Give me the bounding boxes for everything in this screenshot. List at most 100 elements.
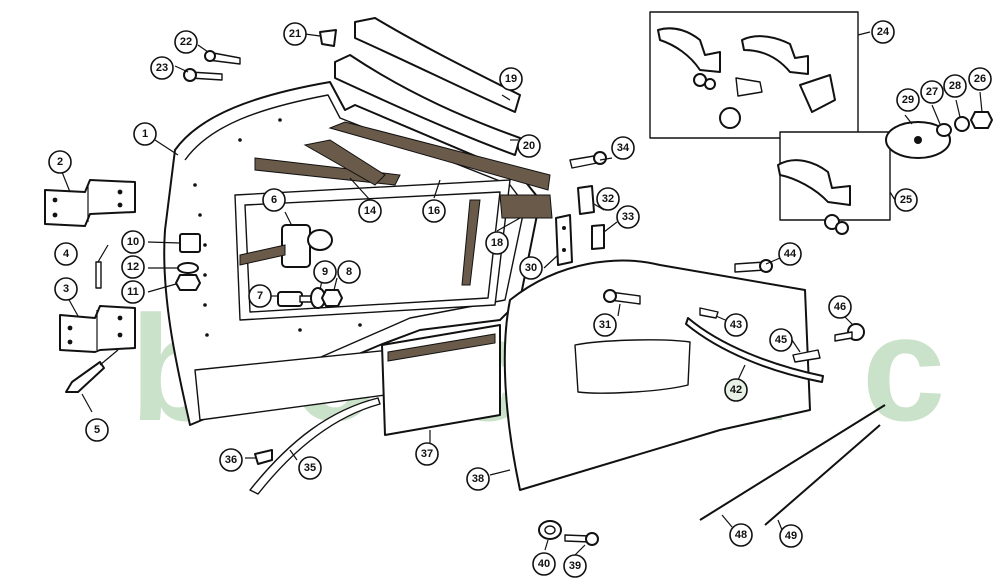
- handle-set-box: [649, 11, 859, 139]
- callout-33: 33: [616, 205, 640, 229]
- svg-text:19: 19: [505, 73, 517, 85]
- svg-text:30: 30: [525, 262, 537, 274]
- callout-38: 38: [466, 467, 490, 491]
- screw-34: [569, 151, 607, 169]
- svg-text:21: 21: [289, 28, 301, 40]
- svg-text:24: 24: [877, 26, 890, 38]
- pull-strap: [685, 317, 824, 383]
- svg-text:48: 48: [735, 529, 747, 541]
- bracket-43: [699, 307, 719, 319]
- svg-text:14: 14: [364, 205, 377, 217]
- svg-text:9: 9: [322, 266, 328, 278]
- washer-27: [936, 123, 952, 137]
- callout-31: 31: [593, 313, 617, 337]
- svg-text:12: 12: [127, 261, 139, 273]
- callout-23: 23: [150, 56, 174, 80]
- cup-washer: [538, 520, 562, 540]
- callout-19: 19: [499, 67, 523, 91]
- svg-text:23: 23: [156, 62, 168, 74]
- callout-48: 48: [729, 523, 753, 547]
- svg-text:44: 44: [784, 248, 797, 260]
- callout-37: 37: [415, 442, 439, 466]
- screw-23: [183, 68, 223, 82]
- svg-text:36: 36: [225, 454, 237, 466]
- escutcheon-29: [885, 121, 951, 159]
- callout-4: 4: [54, 242, 78, 266]
- callout-45: 45: [769, 328, 793, 352]
- callout-36: 36: [219, 448, 243, 472]
- svg-text:34: 34: [617, 142, 630, 154]
- clip-36: [254, 449, 273, 465]
- bracket-45: [792, 349, 821, 363]
- screw-31: [603, 289, 641, 305]
- svg-text:16: 16: [428, 205, 440, 217]
- weatherstrip-35: [249, 397, 381, 495]
- svg-text:32: 32: [602, 193, 614, 205]
- rods: [699, 404, 886, 526]
- svg-text:26: 26: [974, 73, 986, 85]
- svg-text:7: 7: [257, 290, 263, 302]
- svg-text:8: 8: [346, 266, 352, 278]
- callout-7: 7: [248, 284, 272, 308]
- strip-14: [303, 139, 386, 186]
- striker-plate: [555, 214, 573, 266]
- callout-5: 5: [85, 418, 109, 442]
- callout-35: 35: [298, 456, 322, 480]
- leader-lines: [61, 31, 983, 556]
- svg-text:3: 3: [63, 283, 69, 295]
- svg-text:10: 10: [127, 236, 139, 248]
- bolt-7: [277, 291, 315, 307]
- nut-28: [954, 116, 970, 132]
- callout-2: 2: [48, 150, 72, 174]
- callout-49: 49: [779, 524, 803, 548]
- lock-assembly: [239, 224, 333, 268]
- callout-25: 25: [894, 188, 918, 212]
- nut-8: [321, 289, 343, 307]
- callout-46: 46: [828, 295, 852, 319]
- callout-18: 18: [485, 231, 509, 255]
- callout-39: 39: [563, 554, 587, 578]
- svg-text:45: 45: [775, 334, 787, 346]
- callout-10: 10: [121, 230, 145, 254]
- nut-11: [175, 274, 201, 291]
- washer-12: [177, 262, 199, 274]
- plate-32: [577, 185, 595, 215]
- callout-34: 34: [611, 136, 635, 160]
- screw-44: [734, 259, 773, 273]
- handle-box: [777, 131, 891, 235]
- svg-text:20: 20: [523, 140, 535, 152]
- callout-40: 40: [532, 552, 556, 576]
- shell-rivets: [193, 118, 362, 337]
- callout-3: 3: [54, 277, 78, 301]
- svg-text:11: 11: [127, 286, 139, 298]
- trim-panel: [503, 259, 811, 491]
- svg-text:49: 49: [785, 530, 797, 542]
- pocket-37: [381, 324, 501, 436]
- svg-text:42: 42: [730, 384, 742, 396]
- callout-6: 6: [262, 188, 286, 212]
- callout-42: 42: [724, 378, 748, 402]
- callout-28: 28: [943, 74, 967, 98]
- callout-8: 8: [337, 260, 361, 284]
- svg-text:2: 2: [57, 156, 63, 168]
- svg-text:18: 18: [491, 237, 503, 249]
- bolt-10: [179, 233, 201, 253]
- svg-text:43: 43: [730, 319, 742, 331]
- svg-text:37: 37: [421, 448, 433, 460]
- strip-18: [499, 194, 553, 219]
- hinge-pin: [95, 261, 102, 289]
- screw-22: [204, 50, 241, 65]
- window-strips: [303, 17, 553, 219]
- callout-43: 43: [724, 313, 748, 337]
- callout-22: 22: [174, 30, 198, 54]
- nut-26: [970, 111, 993, 129]
- screw-39: [564, 532, 599, 546]
- strip-19: [354, 17, 521, 113]
- svg-text:25: 25: [900, 194, 912, 206]
- svg-text:1: 1: [142, 128, 148, 140]
- svg-text:29: 29: [902, 94, 914, 106]
- svg-text:4: 4: [63, 248, 70, 260]
- svg-text:46: 46: [834, 301, 846, 313]
